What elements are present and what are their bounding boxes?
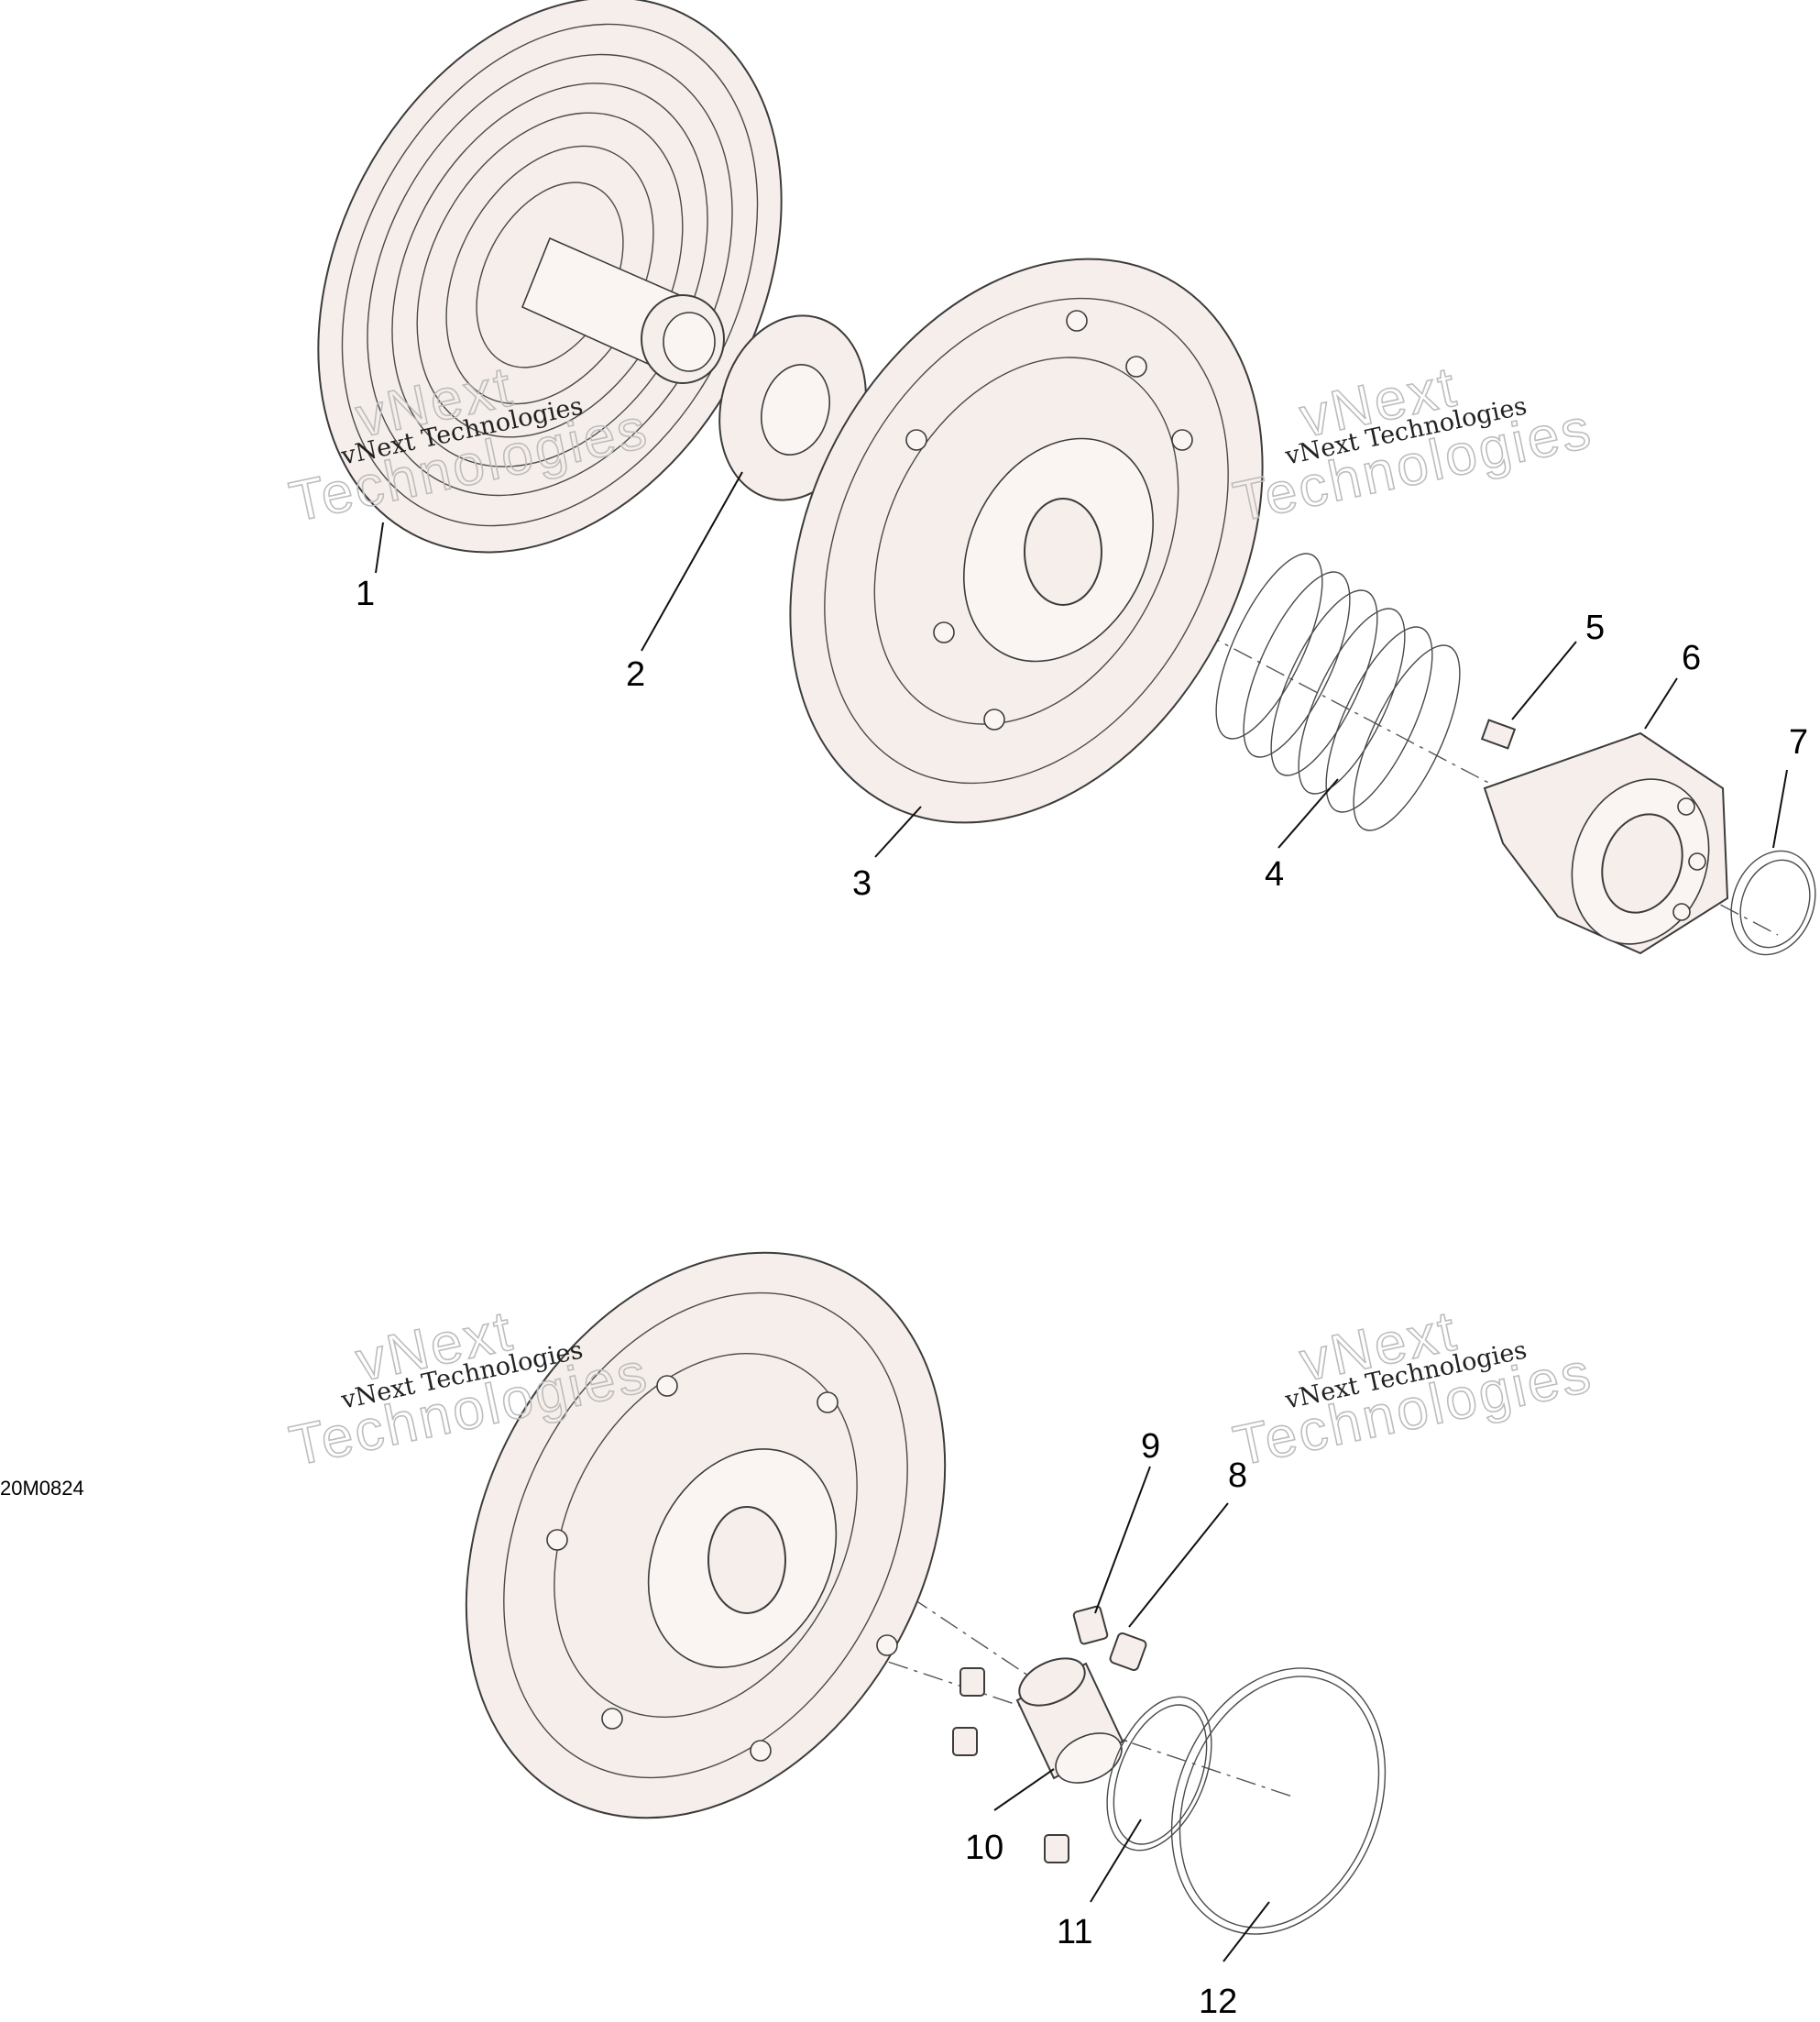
part-11-split-ring[interactable] xyxy=(1087,1682,1233,1866)
part-8-slider-cap[interactable] xyxy=(1109,1632,1147,1672)
upper-assembly xyxy=(226,0,1820,966)
watermark-2: vNext Technologies vNext Technologies xyxy=(1228,354,1599,534)
part-6-cam[interactable] xyxy=(1483,731,1731,963)
callout-7: 7 xyxy=(1789,723,1808,762)
leader-lines xyxy=(375,471,1788,1962)
callout-5: 5 xyxy=(1585,609,1605,647)
callout-12: 12 xyxy=(1199,1983,1237,2021)
callout-numbers: 1 2 3 4 5 6 7 8 9 10 11 12 xyxy=(356,575,1808,2021)
callout-11: 11 xyxy=(1057,1913,1092,1951)
part-12-large-ring[interactable] xyxy=(1134,1636,1423,1967)
part-9-slider[interactable] xyxy=(952,1605,1109,1863)
lower-assembly xyxy=(465,1251,1423,1967)
drawing-code: 20M0824 xyxy=(0,1477,84,1500)
part-10-bushing[interactable] xyxy=(1012,1649,1129,1793)
callout-6: 6 xyxy=(1682,639,1701,677)
callout-1: 1 xyxy=(356,575,375,613)
callout-4: 4 xyxy=(1265,855,1284,894)
part-7-retaining-ring[interactable] xyxy=(1717,839,1820,966)
callout-10: 10 xyxy=(965,1829,1003,1867)
callout-8: 8 xyxy=(1228,1456,1247,1495)
part-4-spring[interactable] xyxy=(1195,540,1481,844)
callout-9: 9 xyxy=(1141,1427,1160,1466)
watermark-4: vNext Technologies vNext Technologies xyxy=(1228,1298,1599,1478)
part-1-fixed-sheave[interactable] xyxy=(226,0,874,633)
callout-2: 2 xyxy=(626,655,645,694)
part-3-movable-sheave[interactable] xyxy=(696,177,1356,906)
lower-sheave xyxy=(465,1251,947,1819)
callout-3: 3 xyxy=(852,864,872,903)
part-5-key[interactable] xyxy=(1480,719,1517,750)
